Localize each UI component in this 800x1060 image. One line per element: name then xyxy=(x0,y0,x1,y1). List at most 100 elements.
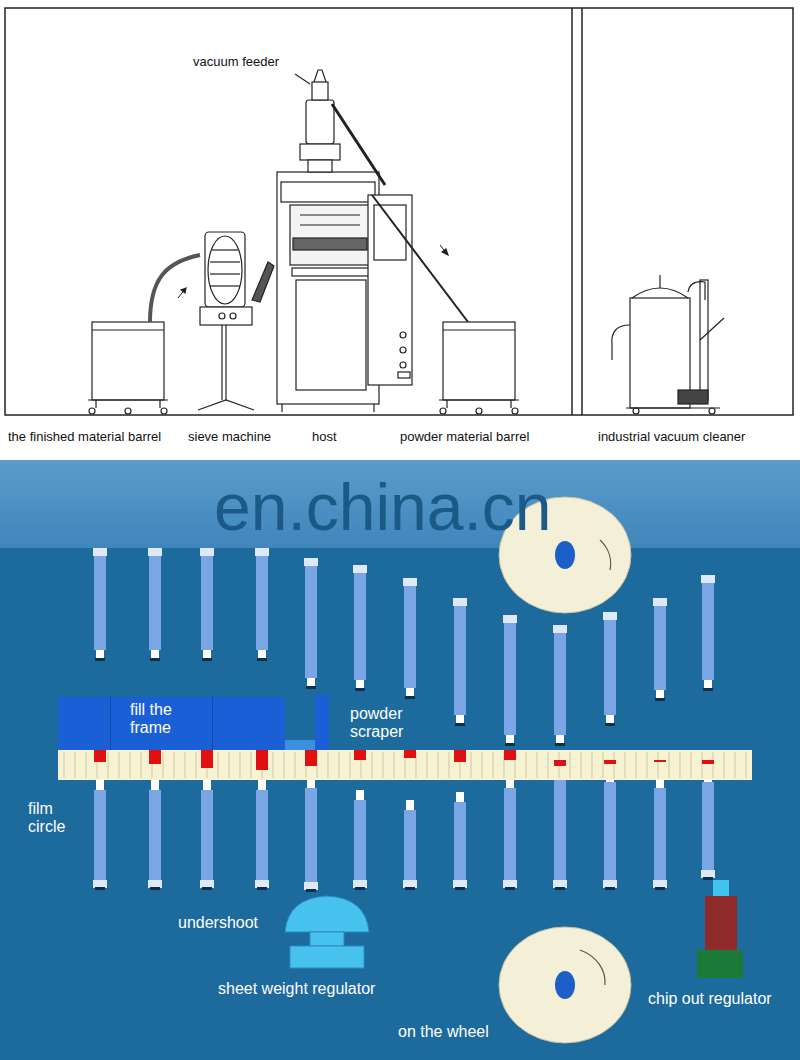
die-segment xyxy=(86,752,87,778)
die-segment xyxy=(482,752,483,778)
die-table xyxy=(58,750,752,780)
punch-tip xyxy=(258,650,266,660)
lower-punch xyxy=(201,790,213,880)
punch-head xyxy=(701,575,715,583)
punch-head xyxy=(255,880,269,888)
punch-tip xyxy=(506,735,514,745)
punch-head xyxy=(304,558,318,566)
die-segment xyxy=(570,752,571,778)
punch-head xyxy=(603,612,617,620)
part-label: powder scraper xyxy=(350,705,422,742)
die-powder xyxy=(454,750,466,762)
part-label: film circle xyxy=(28,800,84,837)
die-segment xyxy=(548,752,549,778)
die-segment xyxy=(669,752,670,778)
die-powder xyxy=(256,750,268,770)
upper-punch xyxy=(654,606,666,690)
scraper-base xyxy=(285,740,315,750)
die-segment xyxy=(438,752,439,778)
lower-punch xyxy=(702,782,714,870)
lower-punch xyxy=(354,800,366,880)
die-segment xyxy=(163,752,164,778)
die-segment xyxy=(108,752,109,778)
punch-head-edge xyxy=(355,887,365,890)
bottom-ground xyxy=(0,460,800,1060)
die-segment xyxy=(581,752,582,778)
vacuum-cleaner xyxy=(612,275,724,414)
punch-tip-edge xyxy=(202,658,212,661)
die-segment xyxy=(537,752,538,778)
part-label: host xyxy=(312,430,337,445)
die-segment xyxy=(603,752,604,778)
die-segment xyxy=(229,752,230,778)
watermark: en.china.cn xyxy=(214,470,552,546)
sheet-weight-regulator xyxy=(285,896,369,968)
upper-punch xyxy=(354,573,366,680)
punch-head xyxy=(304,882,318,890)
die-segment xyxy=(526,752,527,778)
lower-punch xyxy=(404,810,416,880)
part-label: the finished material barrel xyxy=(8,430,161,445)
punch-tip-edge xyxy=(405,696,415,699)
die-segment xyxy=(592,752,593,778)
die-powder xyxy=(554,760,566,766)
die-segment xyxy=(251,752,252,778)
punch-tip xyxy=(406,688,414,698)
punch-head-edge xyxy=(555,887,565,890)
die-segment xyxy=(119,752,120,778)
lower-punch xyxy=(604,782,616,880)
die-segment xyxy=(130,752,131,778)
punch-tip xyxy=(307,678,315,688)
punch-head xyxy=(453,598,467,606)
punch-tip xyxy=(656,690,664,700)
die-segment xyxy=(713,752,714,778)
die-segment xyxy=(350,752,351,778)
die-powder xyxy=(702,760,714,764)
punch-tip xyxy=(704,680,712,690)
upper-punch xyxy=(604,620,616,715)
punch-tip xyxy=(356,790,364,800)
punch-tip-edge xyxy=(95,658,105,661)
punch-head xyxy=(148,548,162,556)
lower-punch xyxy=(454,802,466,880)
top-ground xyxy=(0,0,800,460)
punch-tip xyxy=(203,650,211,660)
die-segment xyxy=(174,752,175,778)
die-segment xyxy=(273,752,274,778)
die-segment xyxy=(383,752,384,778)
punch-tip-edge xyxy=(355,688,365,691)
die-segment xyxy=(691,752,692,778)
room-wall xyxy=(571,8,573,415)
die-segment xyxy=(75,752,76,778)
punch-head xyxy=(553,625,567,633)
die-segment xyxy=(394,752,395,778)
upper-punch xyxy=(149,556,161,650)
watermark-band xyxy=(0,460,800,548)
upper-punch xyxy=(256,556,268,650)
punch-tip-edge xyxy=(505,743,515,746)
punch-tip-edge xyxy=(655,698,665,701)
punch-head-edge xyxy=(605,887,615,890)
die-segment xyxy=(471,752,472,778)
punch-head xyxy=(603,880,617,888)
punch-head-edge xyxy=(655,887,665,890)
die-segment xyxy=(614,752,615,778)
punch-head-edge xyxy=(202,887,212,890)
part-label: chip out regulator xyxy=(648,990,772,1008)
punch-head-edge xyxy=(150,887,160,890)
punch-head-edge xyxy=(306,889,316,892)
upper-punch xyxy=(702,583,714,680)
upper-punch xyxy=(554,633,566,735)
punch-head-edge xyxy=(405,887,415,890)
punch-head-edge xyxy=(257,887,267,890)
punch-tip xyxy=(151,650,159,660)
die-powder xyxy=(404,750,416,758)
die-segment xyxy=(185,752,186,778)
upper-punch xyxy=(504,623,516,735)
lower-punch xyxy=(305,788,317,882)
lower-punch xyxy=(94,790,106,880)
die-segment xyxy=(328,752,329,778)
punch-head xyxy=(553,880,567,888)
punch-tip-edge xyxy=(306,686,316,689)
punch-tip xyxy=(356,680,364,690)
